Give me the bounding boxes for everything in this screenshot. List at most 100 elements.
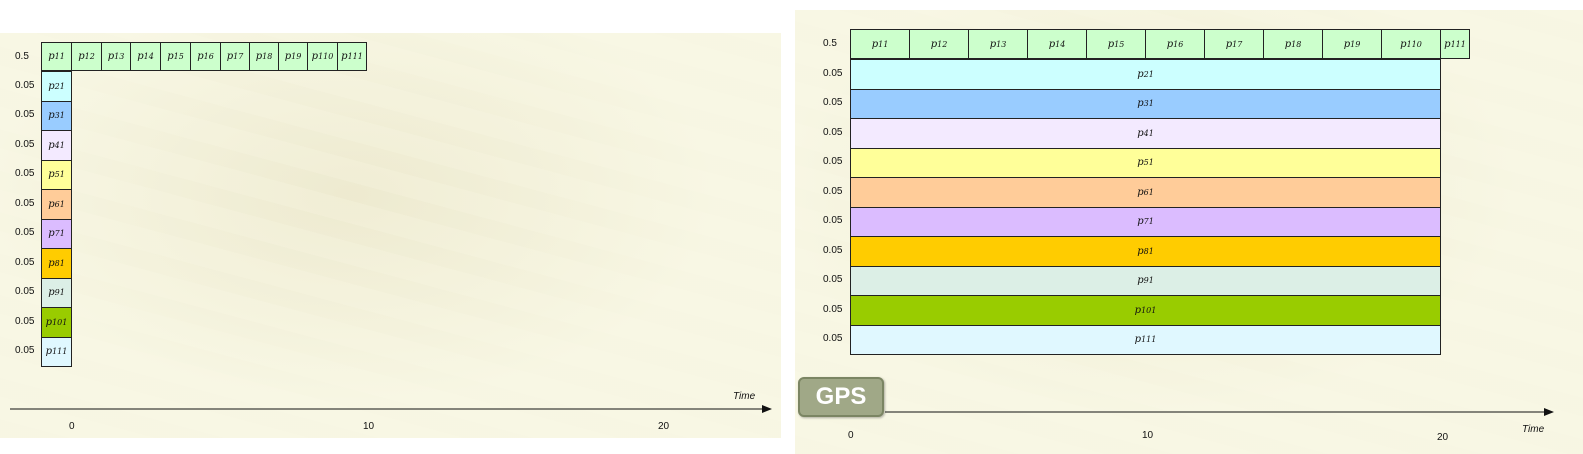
right-top-cell-5-label-subscript: 1: [1114, 39, 1120, 49]
left-axis-tick-20: 20: [658, 421, 670, 432]
left-row-4-value: 0.05: [15, 138, 35, 150]
right-top-cell-7-label-superscript: 7: [1237, 39, 1243, 49]
right-row-11-label-base: p: [1134, 334, 1142, 346]
right-row-8-label-base: p: [1137, 245, 1144, 257]
left-row-4-label-base: p: [48, 139, 55, 151]
right-row-4-label-base: p: [1137, 127, 1144, 139]
right-row-9-label-base: p: [1137, 275, 1144, 287]
left-top-cell-4-label-subscript: 1: [143, 52, 149, 61]
right-row-9-value: 0.05: [823, 274, 843, 286]
left-row-11-label-base: p: [45, 346, 53, 358]
left-axis-tick-10: 10: [363, 421, 375, 432]
left-row-7-label-base: p: [48, 228, 55, 240]
right-row-6-value: 0.05: [823, 185, 843, 197]
left-row-3-label-superscript: 1: [59, 111, 65, 121]
right-top-cell-9-label-superscript: 9: [1355, 39, 1361, 49]
gps-button[interactable]: GPS: [798, 377, 884, 417]
left-top-cell-10-label-base: p: [311, 51, 319, 62]
left-row-5-label-base: p: [48, 169, 55, 181]
right-top-cell-2-label-base: p: [930, 38, 938, 50]
left-row-10-label-subscript: 10: [52, 317, 63, 327]
left-top-cell-11-label-subscript: 1: [347, 52, 353, 61]
left-top-cell-10-label-superscript: 10: [323, 52, 334, 61]
right-top-cell-4-label-superscript: 4: [1060, 39, 1066, 49]
right-row-6-label-subscript: 6: [1143, 187, 1149, 197]
left-top-cell-2-label-subscript: 1: [84, 52, 90, 61]
left-row-10-value: 0.05: [15, 315, 35, 327]
left-row-2-value: 0.05: [15, 79, 35, 91]
left-row-10-label-superscript: 1: [62, 317, 68, 327]
left-row-8-label-superscript: 1: [59, 258, 65, 268]
right-row-3-label-superscript: 1: [1148, 99, 1154, 109]
left-row-2-label-superscript: 1: [59, 81, 65, 91]
left-row-10-label-base: p: [45, 316, 53, 328]
right-top-cell-10-label-superscript: 10: [1411, 39, 1422, 49]
left-top-cell-3-label-subscript: 1: [114, 52, 120, 61]
right-row-10-label-base: p: [1134, 304, 1142, 316]
right-row-5-label-subscript: 5: [1143, 158, 1149, 168]
right-top-cell-3-label-subscript: 1: [996, 39, 1002, 49]
right-top-cell-5-label-superscript: 5: [1119, 39, 1125, 49]
left-row-5-label-superscript: 1: [59, 170, 65, 180]
left-top-cell-9-label-superscript: 9: [296, 52, 302, 61]
right-top-cell-4-label-subscript: 1: [1055, 39, 1061, 49]
left-axis-tick-0: 0: [69, 421, 75, 432]
right-row-7-value: 0.05: [823, 215, 843, 227]
left-top-cell-2-label-base: p: [78, 51, 85, 62]
left-row-6-label-base: p: [48, 198, 55, 210]
right-top-cell-7-label-subscript: 1: [1232, 39, 1238, 49]
right-top-cell-11-label-base: p: [1444, 38, 1451, 50]
left-top-cell-1-label-subscript: 1: [54, 52, 60, 61]
right-top-cell-11-label-subscript: 1: [1450, 39, 1456, 49]
left-row-5-label-subscript: 5: [54, 170, 60, 180]
right-row-3-label-subscript: 3: [1143, 99, 1149, 109]
right-axis-tick-0: 0: [848, 430, 854, 441]
left-top-cell-4-label-base: p: [137, 51, 144, 62]
left-row-3-label-subscript: 3: [54, 111, 60, 121]
right-top-cell-8-label-base: p: [1284, 38, 1292, 50]
left-top-cell-3-label-superscript: 3: [119, 52, 125, 61]
left-row-9-label-superscript: 1: [59, 288, 65, 298]
left-top-cell-2-label-superscript: 2: [89, 52, 95, 61]
right-row-8-label-superscript: 1: [1148, 246, 1154, 256]
left-top-cell-5-label-subscript: 1: [173, 52, 179, 61]
left-top-cell-9-label-base: p: [284, 51, 292, 62]
left-row-8-label-subscript: 8: [54, 258, 60, 268]
left-row-3-value: 0.05: [15, 109, 35, 121]
left-row-8-value: 0.05: [15, 256, 35, 268]
right-axis-tick-10: 10: [1142, 430, 1154, 441]
right-row-2-label-superscript: 1: [1148, 69, 1154, 79]
right-row-3-value: 0.05: [823, 97, 843, 109]
left-row-7-label-superscript: 1: [59, 229, 65, 239]
left-row-4-label-subscript: 4: [54, 140, 60, 150]
left-top-cell-8-label-superscript: 8: [267, 52, 273, 61]
right-row-8-value: 0.05: [823, 244, 843, 256]
left-row-7-label-subscript: 7: [54, 229, 60, 239]
left-row-3-label-base: p: [48, 110, 55, 122]
left-top-row-value: 0.5: [15, 50, 29, 62]
